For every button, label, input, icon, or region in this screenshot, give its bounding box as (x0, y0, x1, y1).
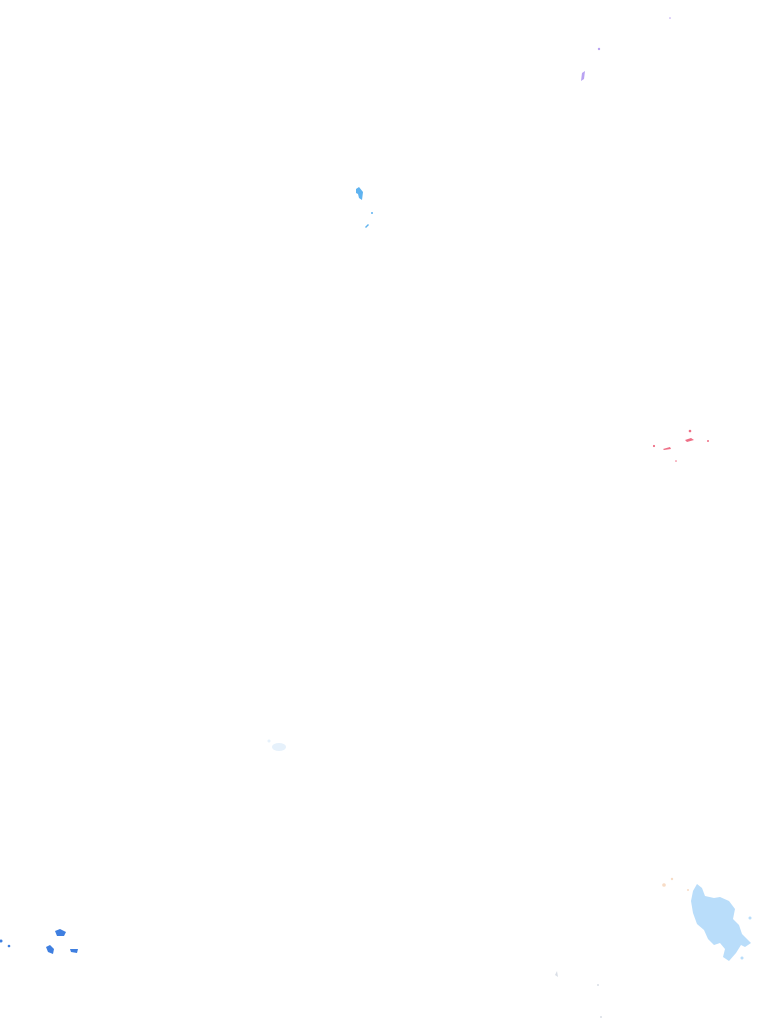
sky-blue-speck (356, 187, 363, 200)
violet-speck (597, 47, 601, 51)
sky-blue-speck (371, 212, 373, 214)
gray-speck (600, 1016, 602, 1018)
blue-speck-cluster (0, 929, 78, 954)
peach-speck (687, 889, 689, 891)
blue-speck (55, 929, 66, 936)
violet-speck-cluster (581, 17, 671, 81)
pale-blue-speck (267, 739, 271, 743)
light-blue-speck (691, 884, 751, 961)
peach-speck (670, 877, 674, 881)
light-blue-speck (748, 916, 752, 920)
pale-blue-speck (272, 743, 286, 751)
rose-speck (663, 447, 671, 450)
gray-speck-cluster (555, 971, 602, 1018)
sky-blue-speck (365, 224, 369, 228)
rose-speck (652, 444, 656, 448)
blue-speck (7, 944, 11, 948)
blue-speck (46, 945, 54, 954)
gray-speck (597, 984, 599, 986)
peach-speck-cluster (662, 877, 689, 891)
blue-speck (0, 939, 3, 943)
peach-speck (662, 883, 666, 887)
light-blue-speck (740, 956, 744, 960)
blue-speck (70, 949, 78, 953)
violet-speck (669, 17, 671, 19)
violet-speck (581, 71, 585, 81)
pale-blue-smudge (267, 739, 286, 751)
rose-speck (675, 460, 677, 462)
light-blue-blotch (691, 884, 752, 961)
rose-speck-cluster (652, 429, 709, 462)
rose-speck (685, 438, 694, 442)
rose-speck (707, 440, 709, 442)
gray-speck (555, 971, 558, 977)
rose-speck (688, 429, 692, 433)
sky-blue-speck-cluster (356, 187, 373, 228)
